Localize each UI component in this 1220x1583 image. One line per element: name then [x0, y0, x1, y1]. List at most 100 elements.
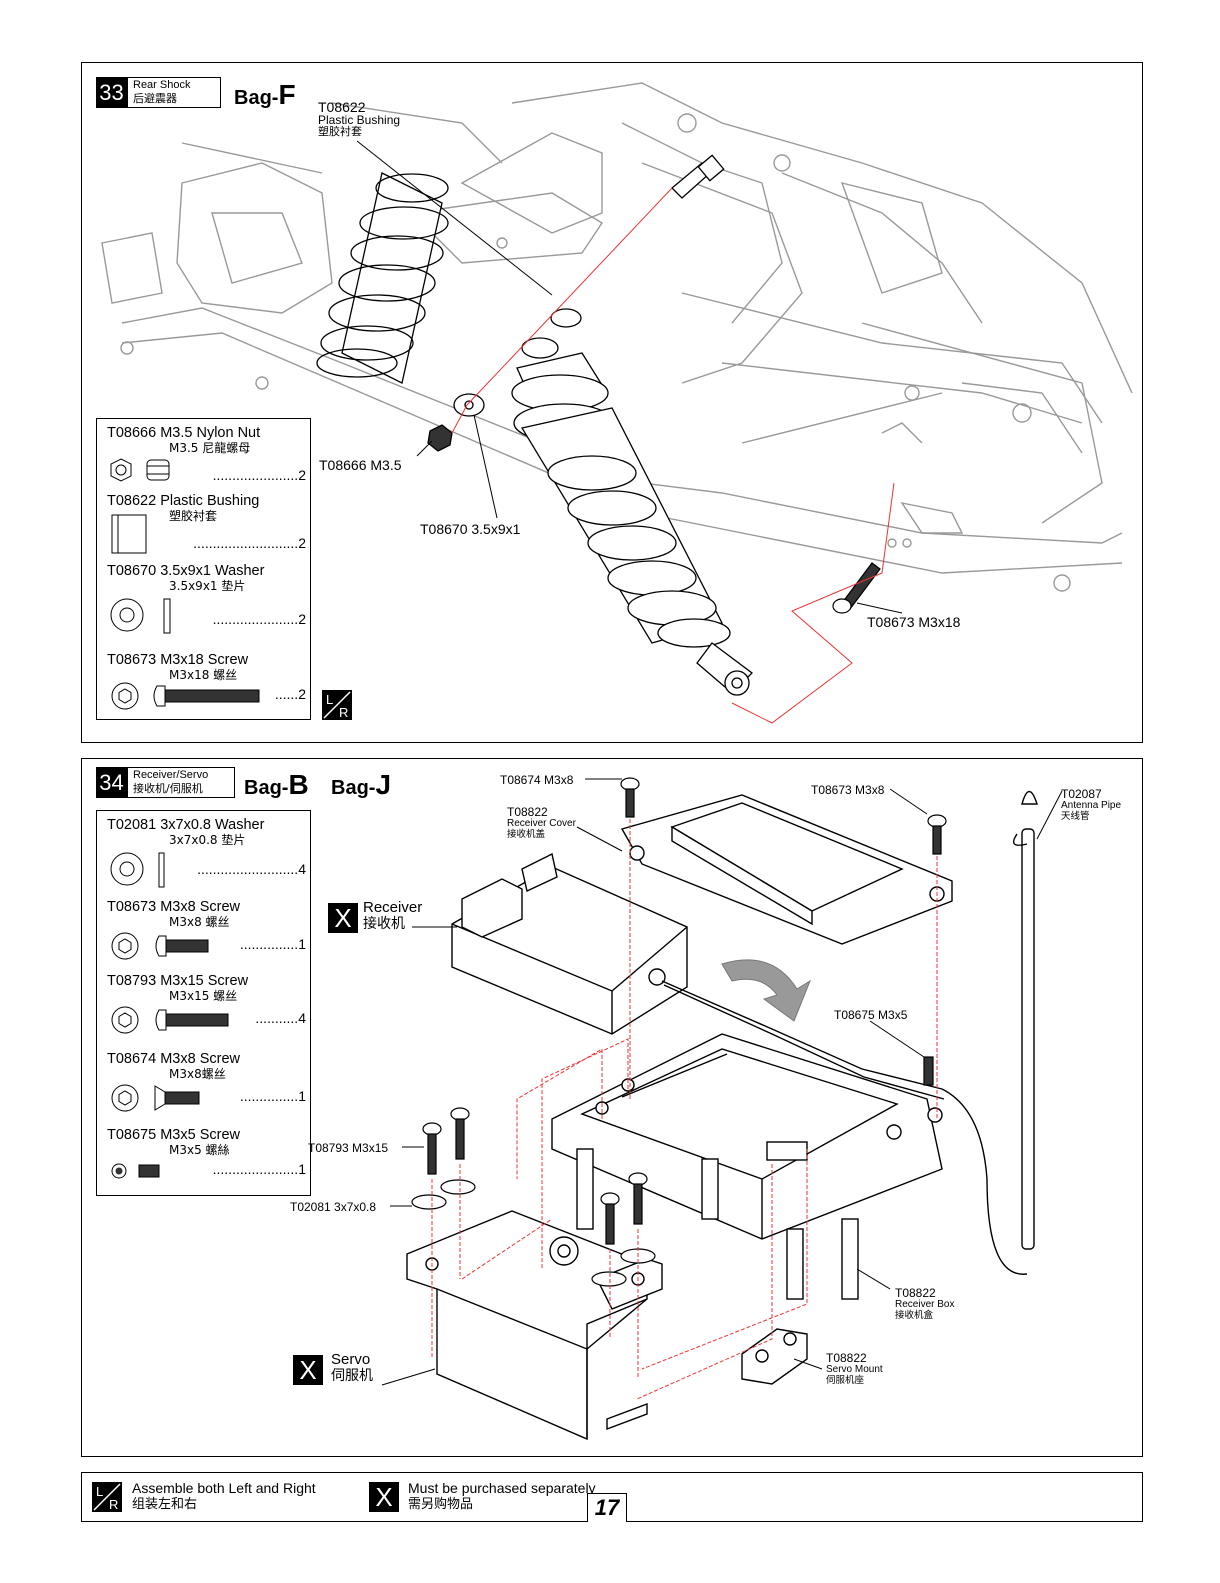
step-title-en: Receiver/Servo — [133, 769, 209, 781]
badge-r: R — [339, 705, 348, 720]
bag-prefix: Bag- — [234, 87, 279, 109]
step-title-en: Rear Shock — [133, 79, 191, 91]
purchase-separately-badge: X — [293, 1355, 323, 1385]
parts-list-item: T02081 3x7x0.8 Washer 3x7x0.8 垫片 .......… — [107, 817, 306, 889]
part-name: T08793 M3x15 Screw — [107, 973, 249, 989]
part-name: T08622 Plastic Bushing — [107, 493, 260, 509]
callout-receiver-box: T08822 Receiver Box 接收机盒 — [895, 1287, 954, 1321]
parts-list-item: T08622 Plastic Bushing 塑胶衬套 ............… — [107, 493, 306, 555]
callout-washer: T08670 3.5x9x1 — [420, 521, 521, 537]
callout-box-en: Receiver Box — [895, 1299, 955, 1310]
part-name-cn: M3x8螺丝 — [169, 1067, 226, 1081]
part-name-cn: M3x8 螺丝 — [169, 915, 230, 929]
countersunk-screw-icon — [111, 1084, 200, 1112]
bag-letter: F — [278, 79, 296, 110]
callout-box-code: T08822 — [895, 1286, 936, 1300]
part-qty: ......................2 — [212, 467, 306, 483]
parts-list: T02081 3x7x0.8 Washer 3x7x0.8 垫片 .......… — [96, 810, 311, 1196]
part-name-cn: M3x18 螺丝 — [169, 668, 238, 682]
callout-bushing-code: T08622 — [318, 99, 366, 115]
receiver-servo-exploded-drawing — [381, 777, 1063, 1441]
part-name-cn: 3x7x0.8 垫片 — [169, 833, 246, 847]
washer-icon — [110, 598, 171, 634]
callout-cover-code: T08822 — [507, 805, 548, 819]
step-title: Rear Shock 后避震器 — [127, 77, 221, 108]
callout-antenna-cn: 天线管 — [1061, 811, 1090, 822]
callout-screw: T08673 M3x18 — [867, 614, 961, 630]
callout-cover-en: Receiver Cover — [507, 818, 576, 829]
screw-icon — [111, 682, 260, 710]
callout-mount-cn: 伺服机座 — [826, 1375, 865, 1386]
callout-mount-en: Servo Mount — [826, 1364, 883, 1375]
bag-letter: J — [375, 769, 392, 800]
callout-t08675: T08675 M3x5 — [834, 1008, 908, 1022]
bag-prefix: Bag- — [244, 777, 289, 799]
callout-receiver-cover: T08822 Receiver Cover 接收机盖 — [507, 806, 576, 840]
callout-receiver: Receiver 接收机 — [363, 900, 422, 933]
step-title-cn: 后避震器 — [133, 92, 177, 105]
legend-purchase-separately: Must be purchased separately 需另购物品 — [408, 1480, 596, 1513]
purchase-separately-badge: X — [328, 903, 358, 933]
bag-letter: B — [288, 769, 309, 800]
callout-bushing: T08622 Plastic Bushing 塑胶衬套 — [318, 99, 400, 137]
step-34-panel: 34 Receiver/Servo 接收机/伺服机 Bag-B Bag-J T0… — [81, 758, 1143, 1457]
part-name-cn: M3x5 螺絲 — [169, 1143, 230, 1157]
part-name-cn: 塑胶衬套 — [169, 509, 218, 523]
callout-box-cn: 接收机盒 — [895, 1310, 934, 1321]
callout-t02081: T02081 3x7x0.8 — [290, 1200, 377, 1214]
left-right-badge: L R — [92, 1482, 122, 1512]
part-qty: ......................1 — [212, 1161, 306, 1177]
bag-label-1: Bag-B — [244, 769, 309, 801]
parts-list-item: T08666 M3.5 Nylon Nut M3.5 尼龍螺母 ........… — [107, 425, 306, 485]
callout-bushing-en: Plastic Bushing — [318, 113, 401, 127]
part-qty: ...............1 — [239, 1088, 306, 1104]
callout-mount-code: T08822 — [826, 1351, 867, 1365]
parts-list-item: T08674 M3x8 Screw M3x8螺丝 ...............… — [107, 1051, 306, 1115]
step-title: Receiver/Servo 接收机/伺服机 — [127, 767, 235, 798]
part-name-cn: M3x15 螺丝 — [169, 989, 238, 1003]
legend-left-right: Assemble both Left and Right 组装左和右 — [132, 1480, 316, 1513]
callout-bushing-cn: 塑胶衬套 — [318, 125, 362, 138]
callout-nut: T08666 M3.5 — [319, 457, 402, 473]
callout-t08793: T08793 M3x15 — [308, 1141, 389, 1155]
parts-list: T08666 M3.5 Nylon Nut M3.5 尼龍螺母 ........… — [96, 418, 311, 720]
legend-x-cn: 需另购物品 — [408, 1497, 474, 1512]
parts-list-item: T08670 3.5x9x1 Washer 3.5x9x1 垫片 .......… — [107, 563, 306, 634]
part-qty: ...........4 — [255, 1010, 306, 1026]
part-qty: ...........................2 — [193, 535, 306, 551]
badge-r: R — [109, 1497, 118, 1512]
legend-x-en: Must be purchased separately — [408, 1480, 596, 1496]
washer-icon — [110, 852, 165, 888]
step-number: 33 — [96, 77, 127, 108]
part-name-cn: M3.5 尼龍螺母 — [169, 441, 251, 455]
legend-lr-en: Assemble both Left and Right — [132, 1480, 316, 1496]
part-name: T08675 M3x5 Screw — [107, 1127, 240, 1143]
callout-t08673: T08673 M3x8 — [811, 783, 885, 797]
part-name: T02081 3x7x0.8 Washer — [107, 817, 265, 833]
parts-list-item: T08675 M3x5 Screw M3x5 螺絲 ..............… — [107, 1127, 306, 1189]
left-right-badge: L R — [322, 690, 352, 720]
legend-lr-cn: 组装左和右 — [132, 1497, 198, 1512]
part-name: T08670 3.5x9x1 Washer — [107, 563, 265, 579]
callout-antenna-pipe: T02087 Antenna Pipe 天线管 — [1061, 788, 1121, 822]
purchase-separately-badge: X — [369, 1482, 399, 1512]
badge-l: L — [326, 692, 333, 707]
bag-label-2: Bag-J — [331, 769, 391, 801]
part-qty: ......2 — [274, 686, 306, 702]
callout-cover-cn: 接收机盖 — [507, 829, 546, 840]
callout-t08674: T08674 M3x8 — [500, 773, 574, 787]
part-name: T08666 M3.5 Nylon Nut — [107, 425, 261, 441]
page-number: 17 — [587, 1493, 627, 1522]
bag-prefix: Bag- — [331, 777, 376, 799]
callout-antenna-code: T02087 — [1061, 787, 1102, 801]
callout-servo: Servo 伺服机 — [331, 1351, 373, 1385]
parts-list-item: T08673 M3x8 Screw M3x8 螺丝 ..............… — [107, 899, 306, 963]
callout-servo-en: Servo — [331, 1351, 371, 1368]
part-name: T08673 M3x18 Screw — [107, 652, 249, 668]
badge-l: L — [96, 1484, 103, 1499]
step-number: 34 — [96, 767, 127, 798]
callout-receiver-cn: 接收机 — [363, 916, 405, 932]
part-name: T08674 M3x8 Screw — [107, 1051, 240, 1067]
parts-list-item: T08793 M3x15 Screw M3x15 螺丝 ...........4 — [107, 973, 306, 1037]
step-33-panel: 33 Rear Shock 后避震器 Bag-F T08622 Plastic … — [81, 62, 1143, 743]
